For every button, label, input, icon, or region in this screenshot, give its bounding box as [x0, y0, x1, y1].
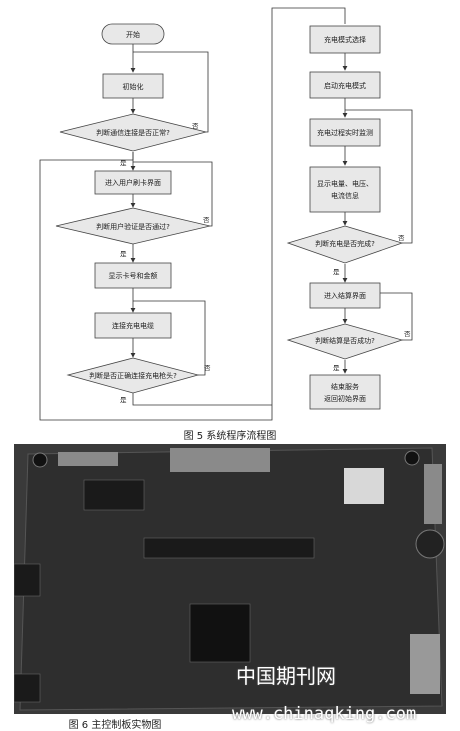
label-no-verify: 否 [203, 216, 210, 224]
text-show-card: 显示卡号和金额 [109, 271, 158, 280]
text-gun-check: 判断是否正确连接充电枪头? [89, 371, 177, 380]
text-start-mode: 启动充电模式 [324, 81, 366, 90]
text-end-2: 返回初始界面 [324, 394, 366, 403]
node-display [310, 167, 380, 212]
flowchart-caption: 图 5 系统程序流程图 [0, 427, 460, 442]
text-monitor: 充电过程实时监测 [317, 128, 373, 137]
text-select-mode: 充电模式选择 [324, 35, 366, 44]
text-init: 初始化 [123, 82, 144, 91]
system-flowchart: 开始 初始化 判断通信连接是否正常? 进入用户刷卡界面 判断用户验证是否通过? … [0, 0, 460, 432]
watermark-chinese: 中国期刊网 [236, 660, 336, 689]
label-no-gun: 否 [204, 364, 211, 372]
text-display-1: 显示电量、电压、 [317, 179, 373, 188]
node-end [310, 375, 380, 409]
text-start: 开始 [126, 30, 140, 39]
text-settle: 进入结算界面 [324, 291, 366, 300]
label-no-settle: 否 [404, 330, 411, 338]
text-display-2: 电流信息 [331, 191, 359, 200]
text-connect-cable: 连接充电电缆 [112, 321, 154, 330]
text-settle-check: 判断结算是否成功? [315, 336, 375, 345]
label-yes-verify: 是 [120, 250, 127, 258]
label-yes-settle: 是 [333, 364, 340, 372]
text-comm-check: 判断通信连接是否正常? [96, 128, 170, 137]
text-done-check: 判断充电是否完成? [315, 239, 375, 248]
text-swipe: 进入用户刷卡界面 [105, 178, 161, 187]
label-yes-done: 是 [333, 268, 340, 276]
label-yes-gun: 是 [120, 396, 127, 404]
text-verify-check: 判断用户验证是否通过? [96, 222, 170, 231]
watermark-url: www.chinaqking.com [232, 704, 416, 724]
label-no-done: 否 [398, 234, 405, 242]
label-yes-comm: 是 [120, 159, 127, 167]
control-board-photo [14, 444, 446, 714]
label-no-comm: 否 [192, 122, 199, 130]
text-end-1: 结束服务 [331, 382, 359, 391]
